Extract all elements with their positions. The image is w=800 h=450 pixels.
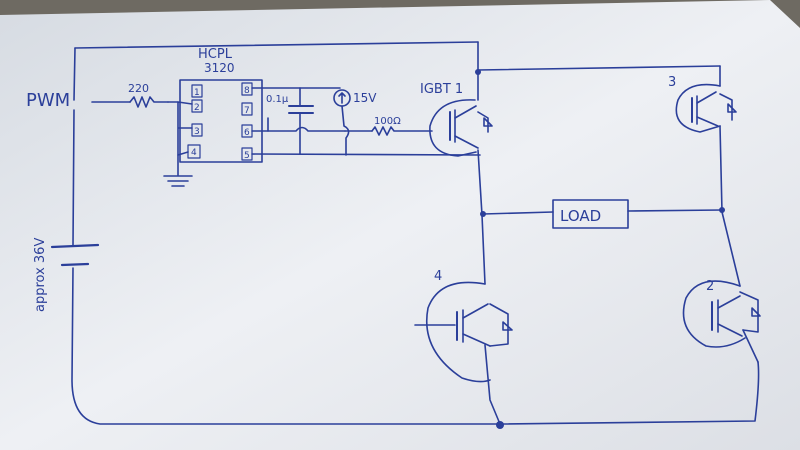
supply-voltage-label: 15V bbox=[353, 91, 377, 105]
junction-node bbox=[496, 421, 504, 429]
input-resistor bbox=[129, 96, 169, 108]
igbt1-label: IGBT 1 bbox=[420, 82, 463, 97]
ic-pin-4: 4 bbox=[191, 148, 197, 158]
load-wire-left bbox=[482, 211, 554, 215]
load-label: LOAD bbox=[560, 207, 601, 225]
battery-voltage-label: approx 36V bbox=[33, 238, 48, 312]
outer-loop-wiring bbox=[71, 41, 760, 425]
igbt2-symbol bbox=[682, 280, 761, 348]
ic-pin-3: 3 bbox=[194, 127, 200, 137]
ic-pin-2: 2 bbox=[194, 103, 200, 113]
igbt4-symbol bbox=[414, 281, 513, 383]
junction-node bbox=[475, 69, 481, 75]
igbt3-symbol bbox=[675, 83, 737, 133]
gate-resistor bbox=[371, 126, 433, 136]
igbt4-label: 4 bbox=[434, 269, 442, 284]
load-box bbox=[552, 199, 629, 229]
pwm-label: PWM bbox=[26, 90, 70, 111]
load-wire-right bbox=[627, 209, 723, 212]
battery-symbol bbox=[50, 243, 100, 267]
igbt2-label: 2 bbox=[706, 279, 714, 294]
ic-pin-1: 1 bbox=[194, 88, 200, 98]
input-resistor-label: 220 bbox=[128, 82, 149, 95]
ic-pin-7: 7 bbox=[244, 106, 250, 116]
ic-pin-5: 5 bbox=[244, 151, 250, 161]
igbt3-label: 3 bbox=[668, 75, 676, 90]
ground-symbol bbox=[163, 154, 193, 187]
ic-pin-6: 6 bbox=[244, 128, 250, 138]
ic-name-label: HCPL bbox=[198, 47, 233, 62]
bypass-capacitor bbox=[288, 87, 314, 155]
ic-pin-8: 8 bbox=[244, 86, 250, 96]
gate-resistor-label: 100Ω bbox=[374, 116, 401, 127]
ic-part-label: 3120 bbox=[204, 61, 235, 75]
hcpl-3120-ic bbox=[179, 79, 263, 163]
ic-output-wire bbox=[251, 126, 346, 132]
emitter-return-wire bbox=[251, 153, 481, 156]
capacitor-label: 0.1µ bbox=[266, 94, 289, 105]
igbt1-symbol bbox=[429, 99, 493, 157]
